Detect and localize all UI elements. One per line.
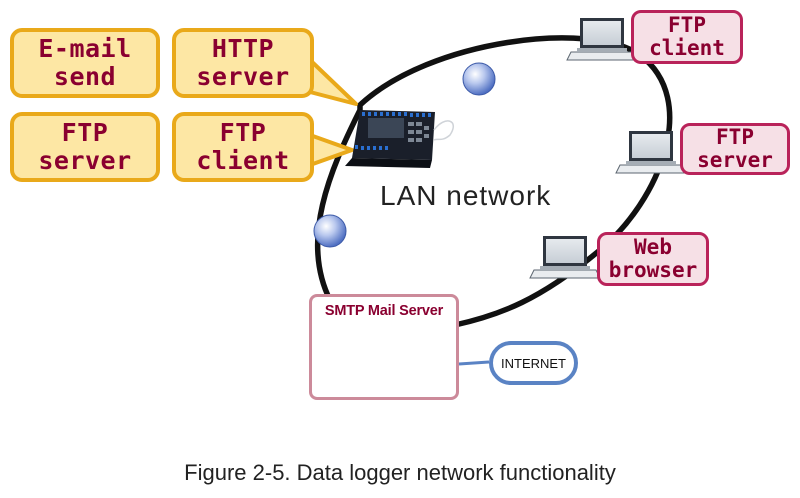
laptop-icon xyxy=(566,18,638,61)
laptop-icon xyxy=(529,236,601,279)
laptop-icon xyxy=(615,131,687,174)
ftp-client-right-line-1: FTP xyxy=(668,13,706,37)
ftp-client-label-right: FTP client xyxy=(631,10,743,64)
data-logger-device xyxy=(345,110,455,168)
ftp-client-left-line-1: FTP xyxy=(219,118,267,147)
web-browser-line-2: browser xyxy=(608,258,698,282)
email-send-line-1: E-mail xyxy=(38,34,132,63)
web-browser-line-1: Web xyxy=(634,235,672,259)
ftp-server-right-line-1: FTP xyxy=(716,125,754,149)
ftp-server-left-line-2: server xyxy=(38,146,132,175)
web-browser-label: Web browser xyxy=(597,232,709,286)
ftp-client-right-line-2: client xyxy=(649,36,725,60)
smtp-mail-server-title: SMTP Mail Server xyxy=(324,303,444,319)
http-bubble-tail xyxy=(308,58,358,106)
ftp-client-label-left: FTP client xyxy=(172,112,314,182)
email-send-line-2: send xyxy=(53,62,117,91)
figure-caption: Figure 2-5. Data logger network function… xyxy=(184,460,616,485)
http-server-label: HTTP server xyxy=(172,28,314,98)
http-server-line-2: server xyxy=(196,62,290,91)
lan-node-top xyxy=(462,62,496,96)
ftp-client-left-line-2: client xyxy=(196,146,290,175)
internet-label: INTERNET xyxy=(501,355,566,371)
smtp-mail-server-box: SMTP Mail Server xyxy=(309,294,459,400)
lan-network-label: LAN network xyxy=(380,180,552,211)
ftp-server-left-line-1: FTP xyxy=(61,118,109,147)
ftp-server-label-right: FTP server xyxy=(680,123,790,175)
email-send-label: E-mail send xyxy=(10,28,160,98)
ftp-server-right-line-2: server xyxy=(697,148,773,172)
http-server-line-1: HTTP xyxy=(211,34,275,63)
ftp-server-label-left: FTP server xyxy=(10,112,160,182)
internet-node: INTERNET xyxy=(489,341,578,385)
internet-link xyxy=(458,360,490,366)
lan-node-left xyxy=(313,214,347,248)
